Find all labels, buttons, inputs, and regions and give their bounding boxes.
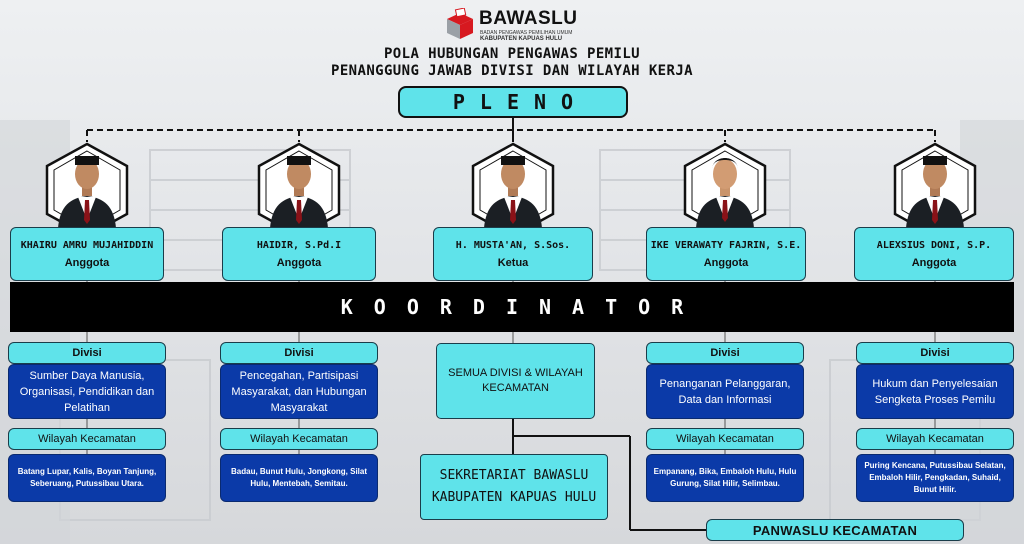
kecamatan-box: Badau, Bunut Hulu, Jongkong, Silat Hulu,…	[220, 454, 378, 502]
kecamatan-box: Empanang, Bika, Embaloh Hulu, Hulu Gurun…	[646, 454, 804, 502]
member-card-mustaan: H. MUSTA'AN, S.Sos. Ketua	[433, 227, 593, 281]
member-card-haidir: HAIDIR, S.Pd.I Anggota	[222, 227, 376, 281]
member-name: H. MUSTA'AN, S.Sos.	[455, 240, 571, 251]
semua-divisi-box: SEMUA DIVISI & WILAYAH KECAMATAN	[436, 343, 595, 419]
divisi-label: Divisi	[856, 342, 1014, 364]
page-title-line2: PENANGGUNG JAWAB DIVISI DAN WILAYAH KERJ…	[331, 63, 693, 79]
wilayah-label: Wilayah Kecamatan	[856, 428, 1014, 450]
wilayah-label: Wilayah Kecamatan	[646, 428, 804, 450]
divisi-box: Hukum dan Penyelesaian Sengketa Proses P…	[856, 364, 1014, 419]
divisi-box: Pencegahan, Partisipasi Masyarakat, dan …	[220, 364, 378, 419]
kecamatan-box: Puring Kencana, Putussibau Selatan, Emba…	[856, 454, 1014, 502]
wilayah-label: Wilayah Kecamatan	[8, 428, 166, 450]
member-role: Anggota	[703, 257, 749, 269]
pleno-box: PLENO	[398, 86, 628, 118]
member-name: HAIDIR, S.Pd.I	[256, 240, 342, 251]
divisi-box: Penanganan Pelanggaran, Data dan Informa…	[646, 364, 804, 419]
panwaslu-box: PANWASLU KECAMATAN	[706, 519, 964, 541]
member-photo	[58, 156, 116, 228]
logo-subtitle-agency: BADAN PENGAWAS PEMILIHAN UMUM	[480, 30, 573, 36]
member-card-ike: IKE VERAWATY FAJRIN, S.E. Anggota	[646, 227, 806, 281]
ballot-box-icon	[447, 8, 473, 39]
koordinator-bar: KOORDINATOR	[10, 282, 1014, 332]
logo-name: BAWASLU	[479, 8, 578, 29]
divisi-label: Divisi	[646, 342, 804, 364]
member-card-alexsius: ALEXSIUS DONI, S.P. Anggota	[854, 227, 1014, 281]
member-name: ALEXSIUS DONI, S.P.	[876, 240, 992, 251]
wilayah-label: Wilayah Kecamatan	[220, 428, 378, 450]
member-role: Ketua	[497, 257, 529, 269]
divisi-label: Divisi	[8, 342, 166, 364]
member-card-khairu: KHAIRU AMRU MUJAHIDDIN Anggota	[10, 227, 164, 281]
divisi-label: Divisi	[220, 342, 378, 364]
member-name: IKE VERAWATY FAJRIN, S.E.	[650, 240, 802, 251]
page-title-line1: POLA HUBUNGAN PENGAWAS PEMILU	[383, 46, 641, 62]
member-name: KHAIRU AMRU MUJAHIDDIN	[20, 240, 154, 251]
member-role: Anggota	[64, 257, 110, 269]
member-role: Anggota	[276, 257, 322, 269]
member-photo	[696, 158, 754, 228]
member-photo	[906, 156, 964, 228]
sekretariat-box: SEKRETARIAT BAWASLU KABUPATEN KAPUAS HUL…	[420, 454, 608, 520]
divisi-box: Sumber Daya Manusia, Organisasi, Pendidi…	[8, 364, 166, 419]
logo-subtitle-region: KABUPATEN KAPUAS HULU	[480, 36, 563, 42]
member-photo	[484, 156, 542, 228]
bawaslu-logo: BAWASLU BADAN PENGAWAS PEMILIHAN UMUM KA…	[444, 6, 584, 42]
kecamatan-box: Batang Lupar, Kalis, Boyan Tanjung, Sebe…	[8, 454, 166, 502]
member-photo	[270, 156, 328, 228]
member-role: Anggota	[911, 257, 957, 269]
